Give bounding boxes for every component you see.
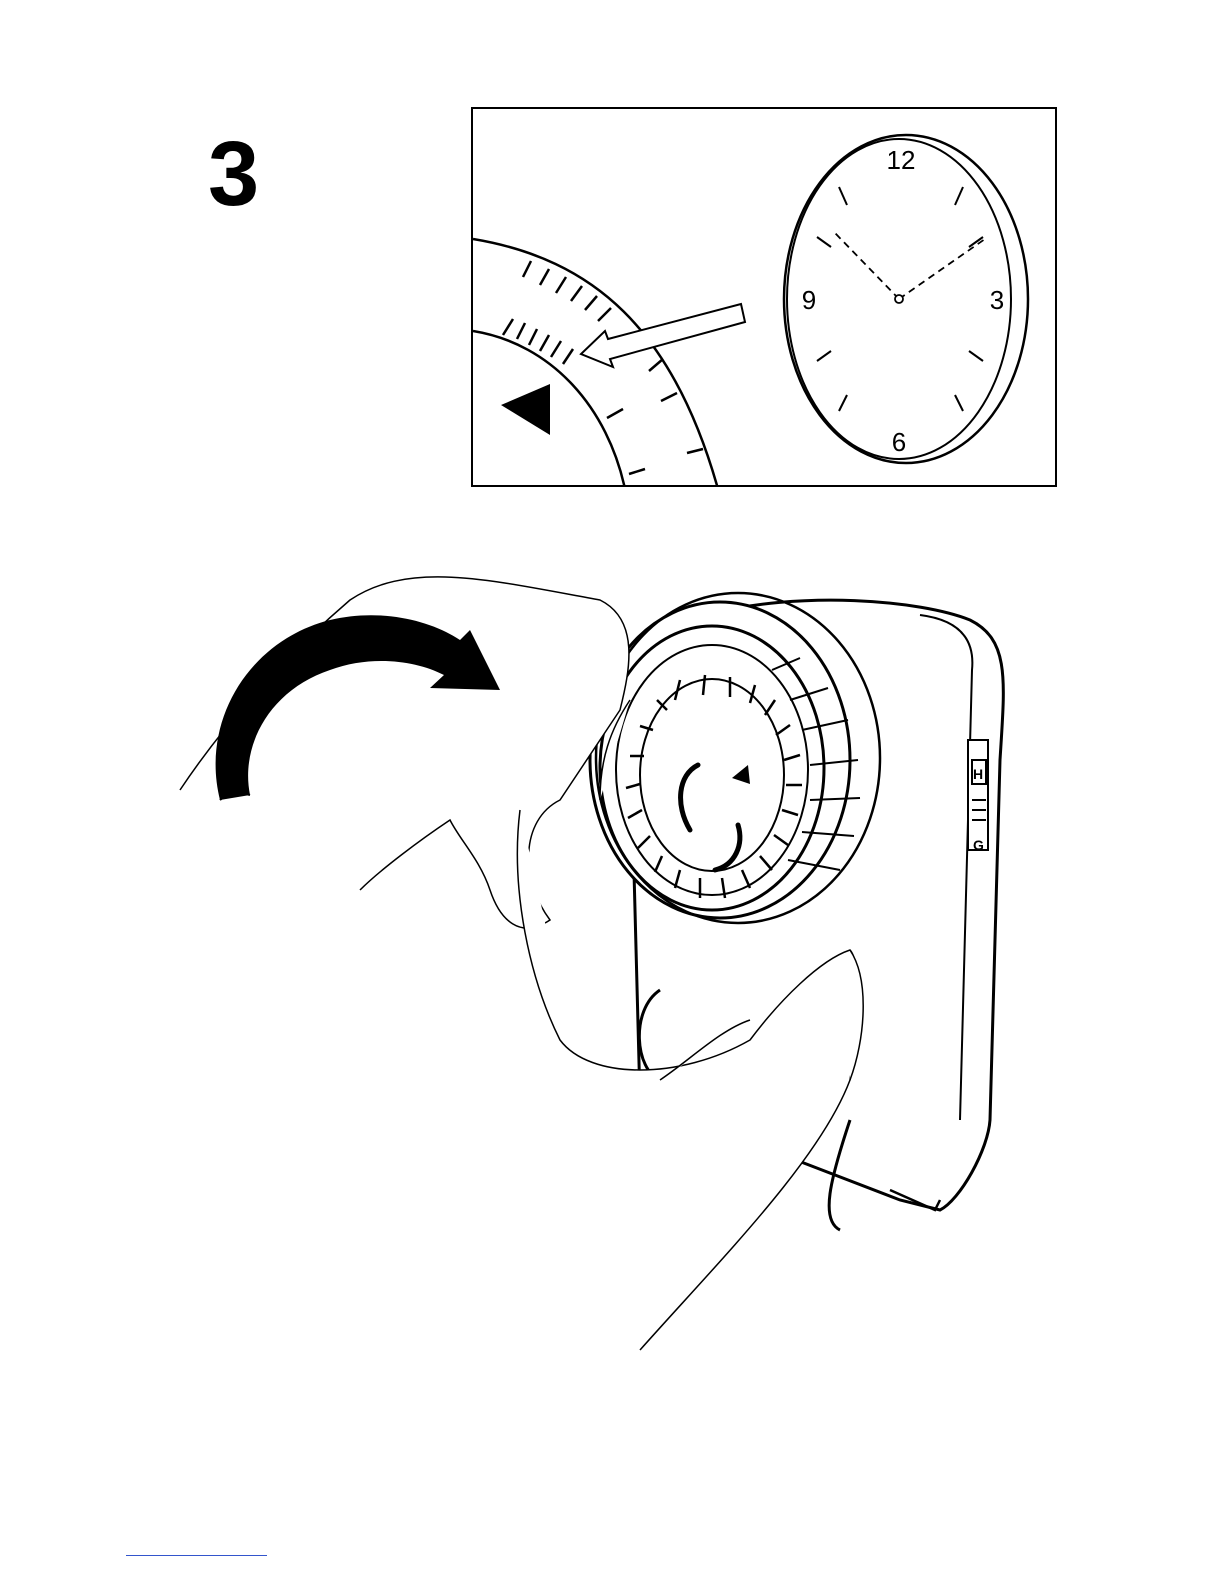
main-illustration: H G: [160, 560, 1040, 1380]
step-number: 3: [208, 128, 259, 220]
dial-edge: [473, 239, 718, 487]
clock-numeral-6: 6: [892, 427, 906, 457]
clock-numeral-9: 9: [802, 285, 816, 315]
switch-label-g: G: [973, 837, 984, 853]
wall-clock: 12 3 6 9: [784, 135, 1028, 463]
pointer-triangle-icon: [501, 384, 550, 435]
switch-label-h: H: [973, 766, 983, 782]
detail-drawing: 12 3 6 9: [473, 109, 1057, 487]
detail-panel: 12 3 6 9: [471, 107, 1057, 487]
clock-numeral-12: 12: [887, 145, 916, 175]
footer-rule: [126, 1555, 267, 1556]
clock-numeral-3: 3: [990, 285, 1004, 315]
